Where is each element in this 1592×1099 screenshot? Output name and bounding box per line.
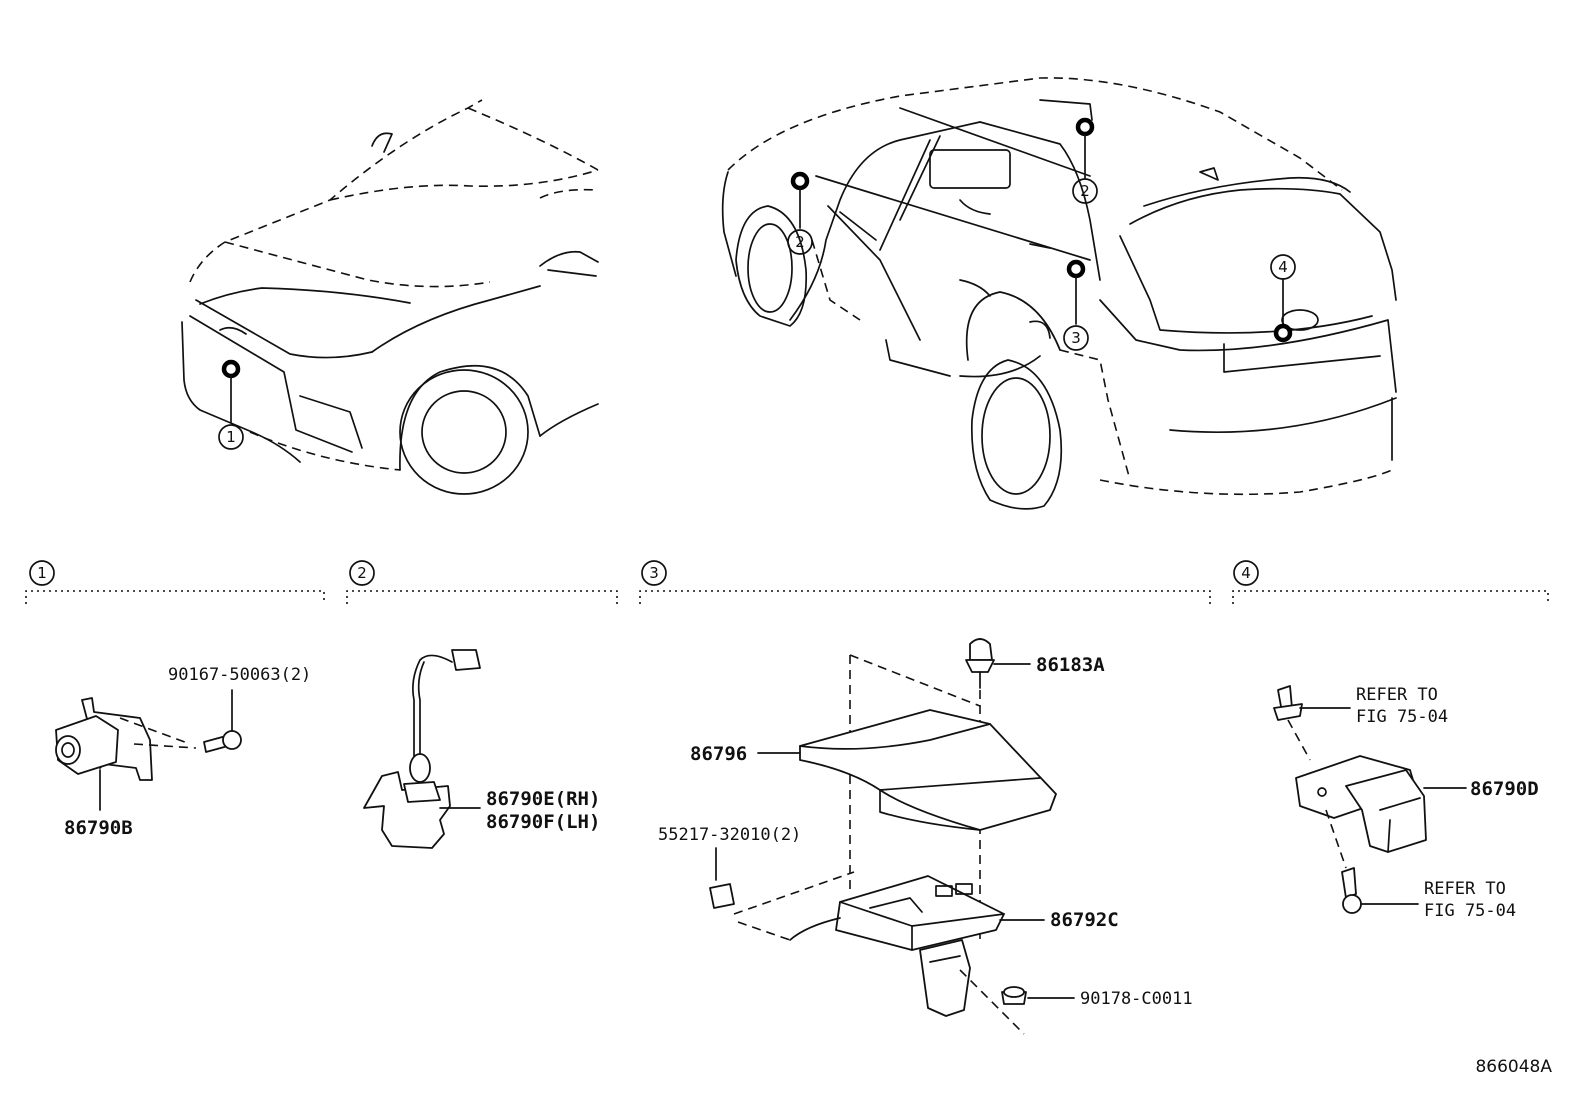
- callout-circle-2-right: [1072, 178, 1098, 204]
- front-camera-location-marker: [221, 359, 241, 379]
- ecu-bracket: [919, 939, 971, 1017]
- section-3-number: 3: [649, 564, 659, 582]
- ecu-body: [835, 875, 1005, 951]
- callout-circle-3: [1063, 325, 1089, 351]
- section-4-number: 4: [1241, 564, 1251, 582]
- callout-3: 3: [1071, 329, 1081, 347]
- callout-1: 1: [226, 428, 236, 446]
- refer-upper-line1: REFER TO: [1356, 685, 1438, 705]
- part-86790F: 86790F(LH): [486, 811, 600, 833]
- part-90178-C0011: 90178-C0011: [1080, 989, 1193, 1009]
- ecu-cover: [799, 709, 1057, 831]
- refer-upper-line2: FIG 75-04: [1356, 707, 1448, 727]
- part-55217-32010: 55217-32010(2): [658, 825, 801, 845]
- section-2-number: 2: [357, 564, 367, 582]
- clip-86183A-icon: [969, 638, 993, 661]
- ecu-location-marker: [1066, 259, 1086, 279]
- section-3-ecu: 86183A 86796 55217-32010(2) 86792C 90178…: [658, 638, 1193, 1035]
- part-86183A: 86183A: [1036, 654, 1105, 676]
- part-86796: 86796: [690, 743, 747, 765]
- callout-2-right: 2: [1080, 182, 1090, 200]
- section-4-rear-camera: REFER TO FIG 75-04 86790D REFER TO FIG 7…: [1273, 685, 1539, 921]
- callout-2-left: 2: [795, 233, 805, 251]
- connector-icon: [451, 649, 481, 671]
- part-86790D: 86790D: [1470, 778, 1539, 800]
- callout-circle-1: [218, 424, 244, 450]
- refer-lower-line1: REFER TO: [1424, 879, 1506, 899]
- refer-lower-line2: FIG 75-04: [1424, 901, 1516, 921]
- section-headers: 1 2 3 4: [25, 560, 1549, 604]
- side-camera-location-marker-right: [1075, 117, 1095, 137]
- rear-vehicle-illustration: 2 2 3 4: [721, 77, 1397, 510]
- rear-camera-location-marker: [1273, 323, 1293, 343]
- front-vehicle-illustration: 1: [181, 99, 599, 495]
- callout-4: 4: [1278, 258, 1288, 276]
- side-camera-location-marker-left: [790, 171, 810, 191]
- section-1-number: 1: [37, 564, 47, 582]
- section-1-front-camera: 86790B 90167-50063(2): [55, 665, 311, 839]
- clip-55217-icon: [709, 883, 735, 909]
- screw-lower-icon: [1341, 867, 1357, 899]
- bolt-icon: [222, 730, 242, 750]
- part-86790B: 86790B: [64, 817, 133, 839]
- figure-id: 866048A: [1475, 1057, 1552, 1077]
- callout-circle-2-left: [787, 229, 813, 255]
- rear-camera-body: [1345, 769, 1427, 853]
- part-86792C: 86792C: [1050, 909, 1119, 931]
- part-86790E: 86790E(RH): [486, 788, 600, 810]
- section-2-side-camera: 86790E(RH) 86790F(LH): [363, 649, 600, 849]
- part-90167-50063: 90167-50063(2): [168, 665, 311, 685]
